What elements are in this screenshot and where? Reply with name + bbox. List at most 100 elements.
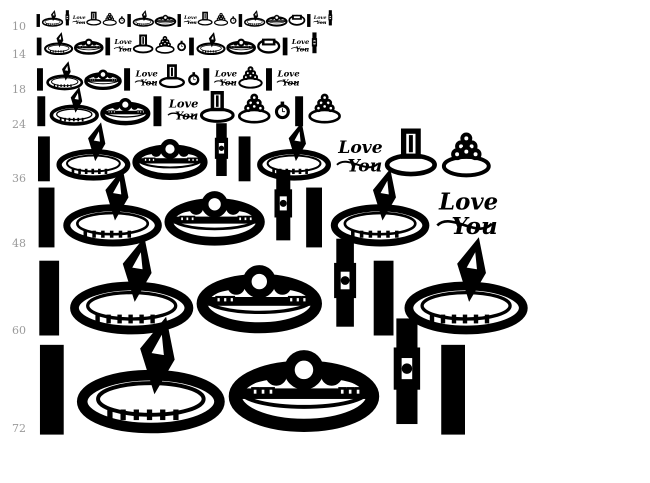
marquise-ring-icon: [70, 237, 194, 335]
size-label: 14: [12, 48, 26, 61]
three-stone-ring-icon: [84, 69, 122, 90]
svg-text:Love: Love: [337, 138, 382, 158]
notdef-box-icon: [238, 14, 243, 27]
glyph-row: [39, 237, 528, 336]
cluster-ring-icon: [155, 36, 175, 54]
three-stone-ring-icon: [100, 98, 151, 126]
svg-text:Love: Love: [277, 69, 301, 79]
cluster-ring-icon: [308, 93, 341, 124]
notdef-box-icon: [203, 68, 210, 91]
emerald-cut-ring-icon: [158, 64, 185, 89]
pocket-watch-icon: [177, 40, 187, 52]
svg-text:Love: Love: [214, 69, 238, 79]
svg-text:You: You: [316, 20, 326, 26]
svg-text:Love: Love: [183, 15, 197, 21]
pocket-watch-icon: [188, 72, 200, 86]
size-label: 48: [12, 237, 26, 250]
emerald-cut-ring-icon: [86, 11, 102, 26]
three-stone-ring-icon: [228, 350, 380, 432]
marquise-ring-icon: [196, 32, 226, 56]
three-stone-ring-icon: [265, 14, 288, 27]
notdef-box-icon: [124, 68, 131, 91]
notdef-box-icon: [295, 96, 304, 127]
notdef-box-icon: [36, 37, 42, 56]
emerald-cut-ring-icon: [199, 91, 235, 123]
notdef-box-icon: [177, 14, 181, 27]
svg-text:You: You: [175, 109, 198, 123]
watch-icon: [334, 238, 357, 327]
svg-text:Love: Love: [114, 38, 132, 46]
three-stone-ring-icon: [164, 191, 265, 246]
marquise-ring-icon: [44, 32, 74, 56]
notdef-box-icon: [306, 187, 322, 248]
three-stone-ring-icon: [196, 265, 323, 334]
watch-icon: [393, 318, 421, 425]
svg-text:You: You: [76, 20, 86, 26]
svg-text:Love: Love: [72, 15, 86, 21]
emerald-cut-ring-icon: [197, 11, 213, 26]
pocket-watch-icon: [229, 16, 237, 24]
marquise-ring-icon: [49, 86, 99, 126]
notdef-box-icon: [37, 96, 46, 127]
three-stone-ring-icon: [73, 38, 104, 55]
three-stone-ring-icon: [154, 14, 177, 27]
size-label: 18: [12, 83, 26, 96]
notdef-box-icon: [441, 344, 465, 435]
svg-text:Love: Love: [313, 15, 327, 21]
marquise-ring-icon: [41, 9, 64, 27]
emerald-cut-ring-icon: [132, 34, 154, 54]
svg-text:Love: Love: [168, 96, 199, 110]
notdef-box-icon: [266, 68, 272, 91]
cluster-ring-icon: [441, 132, 491, 178]
watch-icon: [328, 10, 333, 26]
notdef-box-icon: [105, 37, 111, 56]
notdef-box-icon: [373, 260, 394, 336]
notdef-box-icon: [189, 37, 194, 56]
cluster-ring-icon: [102, 12, 117, 26]
notdef-box-icon: [238, 136, 251, 182]
notdef-box-icon: [39, 344, 64, 435]
marquise-ring-icon: [244, 9, 266, 27]
notdef-box-icon: [36, 68, 43, 91]
three-stone-ring-icon: [226, 38, 256, 55]
watch-icon: [214, 123, 229, 177]
watch-icon: [65, 10, 70, 26]
notdef-box-icon: [282, 37, 288, 56]
cluster-ring-icon: [214, 12, 229, 26]
cluster-ring-icon: [238, 66, 263, 89]
svg-text:You: You: [187, 20, 197, 26]
svg-text:Love: Love: [291, 38, 309, 46]
glyph-row: [39, 316, 465, 435]
notdef-box-icon: [38, 187, 55, 248]
size-label: 10: [12, 20, 26, 33]
marquise-ring-icon: [330, 168, 430, 247]
notdef-box-icon: [153, 96, 162, 127]
size-label: 24: [12, 118, 26, 131]
wedding-band-icon: [257, 38, 281, 54]
notdef-box-icon: [36, 14, 40, 27]
size-label: 72: [12, 422, 26, 435]
pocket-watch-icon: [118, 16, 126, 24]
svg-text:Love: Love: [135, 69, 159, 79]
notdef-box-icon: [307, 14, 311, 27]
marquise-ring-icon: [63, 168, 162, 247]
marquise-ring-icon: [46, 61, 84, 91]
marquise-ring-icon: [257, 122, 332, 181]
